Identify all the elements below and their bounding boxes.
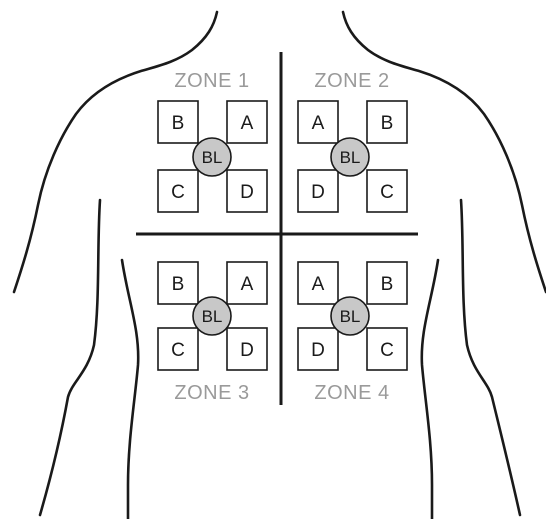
left-side-line bbox=[122, 260, 138, 519]
zone-1-label-top-right: A bbox=[241, 113, 254, 134]
zone-4: A B D C BL ZONE 4 bbox=[298, 262, 407, 404]
zone-3-label-top-right: A bbox=[241, 274, 254, 295]
neck-left-line bbox=[14, 12, 217, 292]
zone-3-label-top-left: B bbox=[172, 274, 185, 295]
zone-1-label-bottom-right: D bbox=[240, 182, 254, 203]
zone-2-label-bottom-right: C bbox=[380, 182, 394, 203]
zone-3-label-bottom-left: C bbox=[171, 340, 185, 361]
left-arm-line bbox=[40, 200, 100, 515]
zone-2: ZONE 2 A B D C BL bbox=[298, 70, 407, 212]
neck-right-line bbox=[343, 12, 546, 292]
zone-1-title: ZONE 1 bbox=[174, 70, 249, 92]
zone-4-label-bottom-right: C bbox=[380, 340, 394, 361]
zone-1-label-bottom-left: C bbox=[171, 182, 185, 203]
zone-2-bl-label: BL bbox=[340, 148, 361, 167]
zone-2-label-top-left: A bbox=[312, 113, 325, 134]
right-side-line bbox=[422, 260, 438, 519]
zone-3-title: ZONE 3 bbox=[174, 382, 249, 404]
zone-3-bl-label: BL bbox=[202, 307, 223, 326]
zone-4-label-bottom-left: D bbox=[311, 340, 325, 361]
zone-4-label-top-right: B bbox=[381, 274, 394, 295]
zone-3: B A C D BL ZONE 3 bbox=[158, 262, 267, 404]
zone-2-label-top-right: B bbox=[381, 113, 394, 134]
zone-1: ZONE 1 B A C D BL bbox=[158, 70, 267, 212]
right-arm-line bbox=[461, 200, 520, 515]
zone-2-title: ZONE 2 bbox=[314, 70, 389, 92]
zone-4-title: ZONE 4 bbox=[314, 382, 389, 404]
zone-2-label-bottom-left: D bbox=[311, 182, 325, 203]
zone-4-label-top-left: A bbox=[312, 274, 325, 295]
zone-4-bl-label: BL bbox=[340, 307, 361, 326]
zone-3-label-bottom-right: D bbox=[240, 340, 254, 361]
zone-1-bl-label: BL bbox=[202, 148, 223, 167]
zone-1-label-top-left: B bbox=[172, 113, 185, 134]
